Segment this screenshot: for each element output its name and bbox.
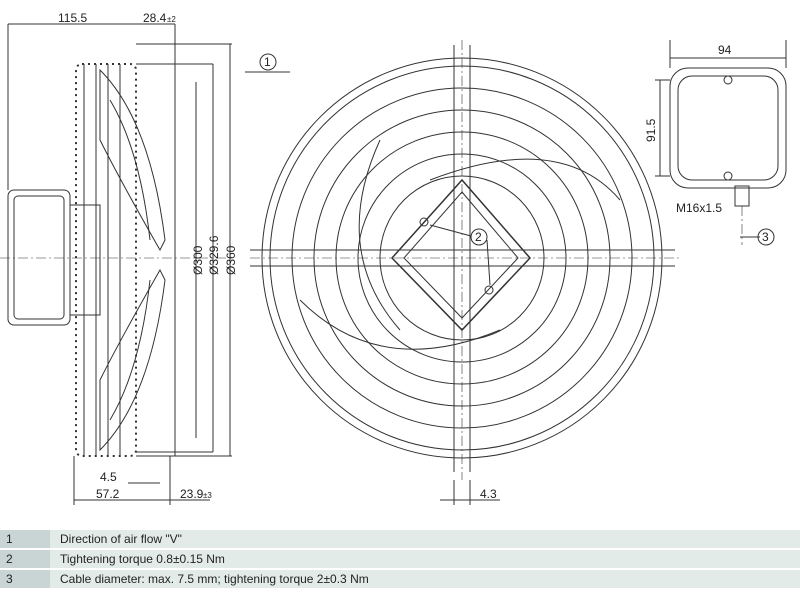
side-view <box>0 23 232 505</box>
callout-1-label: 1 <box>264 55 271 69</box>
dim-d2: Ø329.6 <box>207 235 221 275</box>
dim-d1: Ø300 <box>191 245 205 275</box>
dim-thread: M16x1.5 <box>676 201 722 215</box>
callout-2 <box>429 224 491 286</box>
dim-box-height: 91.5 <box>644 118 658 142</box>
dim-d3: Ø360 <box>224 245 238 275</box>
legend-num: 1 <box>0 530 50 548</box>
dim-offset: 28.4 <box>143 11 167 25</box>
dim-depth: 57.2 <box>96 487 120 501</box>
callout-1 <box>245 53 290 73</box>
legend-num: 2 <box>0 550 50 568</box>
legend-num: 3 <box>0 570 50 588</box>
dim-grill-tab: 4.3 <box>480 487 497 501</box>
dim-box-width: 94 <box>718 43 732 57</box>
callout-2-label: 2 <box>475 230 482 244</box>
legend-text: Cable diameter: max. 7.5 mm; tightening … <box>50 570 800 588</box>
dim-rear: 23.9 <box>180 487 204 501</box>
callout-3-label: 3 <box>762 230 769 244</box>
front-view-grill <box>250 40 680 505</box>
dim-rear-tol: ±3 <box>203 491 212 500</box>
technical-drawing: 115.5 28.4 ±2 4.5 57.2 23.9 ±3 Ø300 Ø329… <box>0 11 787 505</box>
dim-gap: 4.5 <box>100 470 117 484</box>
dim-side-width: 115.5 <box>58 11 87 25</box>
callout-3 <box>757 228 775 246</box>
legend-text: Tightening torque 0.8±0.15 Nm <box>50 550 800 568</box>
terminal-box <box>655 40 787 245</box>
dim-offset-tol: ±2 <box>167 15 176 24</box>
legend-text: Direction of air flow "V" <box>50 530 800 548</box>
